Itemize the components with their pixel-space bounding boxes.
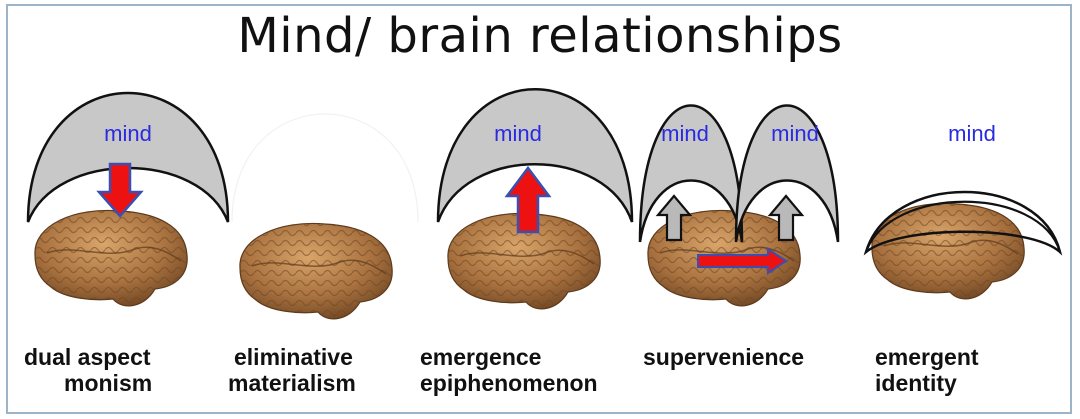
- brain-image-2: [240, 223, 392, 318]
- panel-label-emergent-identity: emergent identity: [875, 344, 979, 396]
- label-line-2: identity: [875, 370, 979, 396]
- label-line-2: materialism: [228, 370, 356, 396]
- mind-label-3: mind: [494, 121, 542, 146]
- label-line-1: eliminative: [228, 344, 356, 370]
- panel-emergent-identity: [866, 192, 1060, 299]
- label-line-2: monism: [24, 370, 152, 396]
- panel-label-supervenience: supervenience: [643, 344, 804, 370]
- label-line-1: supervenience: [643, 344, 804, 370]
- arrow-down-red: [99, 164, 141, 216]
- mind-label-1: mind: [104, 121, 152, 146]
- panel-label-eliminative: eliminative materialism: [228, 344, 356, 396]
- brain-image-1: [35, 210, 187, 305]
- faded-mind-dome: [232, 114, 418, 222]
- panel-label-emergence: emergence epiphenomenon: [420, 344, 598, 396]
- mind-label-4b: mind: [771, 121, 819, 146]
- label-line-1: emergence: [420, 344, 598, 370]
- mind-label-5: mind: [948, 121, 996, 146]
- mind-label-4a: mind: [661, 121, 709, 146]
- label-line-1: dual aspect: [24, 344, 152, 370]
- label-line-1: emergent: [875, 344, 979, 370]
- label-line-2: epiphenomenon: [420, 370, 598, 396]
- panel-eliminative-materialism: [232, 114, 418, 319]
- panel-label-dual-aspect: dual aspect monism: [24, 344, 152, 396]
